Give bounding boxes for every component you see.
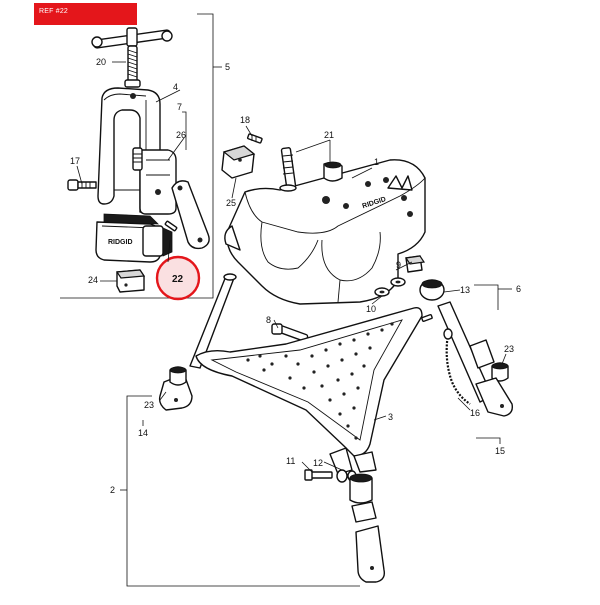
main-head-casting-part-1: RIDGID — [224, 159, 426, 305]
chain-part-16 — [443, 328, 471, 405]
callout-23-left: 23 — [144, 400, 154, 410]
callout-25: 25 — [226, 198, 236, 208]
callout-2: 2 — [110, 485, 115, 495]
callout-17: 17 — [70, 156, 80, 166]
bolt-part-21 — [279, 147, 343, 192]
callout-6: 6 — [516, 284, 521, 294]
frame-holes — [246, 322, 394, 440]
jaw-arm-part-26 — [132, 147, 177, 215]
long-pin-left — [189, 273, 237, 369]
callout-3: 3 — [388, 412, 393, 422]
callout-14: 14 — [138, 428, 148, 438]
callout-labels: 20 5 4 7 26 17 24 22 18 21 1 25 9 10 13 … — [70, 57, 521, 495]
screw-part-18 — [246, 133, 263, 144]
callout-7: 7 — [177, 102, 182, 112]
reference-banner: REF #22 — [34, 3, 137, 25]
callout-15: 15 — [495, 446, 505, 456]
callout-13: 13 — [460, 285, 470, 295]
callout-11: 11 — [286, 456, 295, 466]
spring-link-part-7 — [171, 180, 210, 250]
nut-part-9 — [404, 255, 426, 273]
callout-10: 10 — [366, 304, 376, 314]
callout-12: 12 — [313, 458, 323, 468]
cap-part-13 — [419, 279, 445, 323]
callout-18: 18 — [240, 115, 250, 125]
callout-4: 4 — [173, 82, 178, 92]
leader-lines — [76, 61, 507, 473]
callout-20: 20 — [96, 57, 106, 67]
block-part-24 — [115, 269, 146, 293]
callout-26: 26 — [176, 130, 186, 140]
callout-9: 9 — [396, 260, 401, 270]
callout-1: 1 — [374, 157, 379, 167]
foot-part-23-right — [491, 362, 509, 382]
callout-16: 16 — [470, 408, 480, 418]
reference-banner-text: REF #22 — [39, 8, 69, 15]
bottom-leg-assembly — [349, 473, 386, 583]
handle-screw-assembly — [91, 27, 173, 88]
base-frame-part-3 — [195, 306, 423, 475]
jaw-brand-mark: RIDGID — [108, 239, 133, 246]
callout-24: 24 — [88, 275, 98, 285]
jaw-insert-assembly: RIDGID — [95, 213, 178, 263]
callout-5: 5 — [225, 62, 230, 72]
callout-22-highlighted: 22 — [172, 274, 184, 285]
block-part-25 — [221, 145, 256, 179]
bolt-part-11-12 — [304, 469, 357, 483]
callout-23-right: 23 — [504, 344, 514, 354]
callout-21: 21 — [324, 130, 334, 140]
bolt-part-17 — [67, 179, 97, 191]
highlight-circle — [155, 255, 201, 301]
bracket-lines — [60, 13, 512, 587]
callout-8: 8 — [266, 315, 271, 325]
leg-end-left — [158, 366, 193, 411]
washer-part-10 — [374, 277, 406, 297]
leg-end-right — [475, 377, 514, 417]
